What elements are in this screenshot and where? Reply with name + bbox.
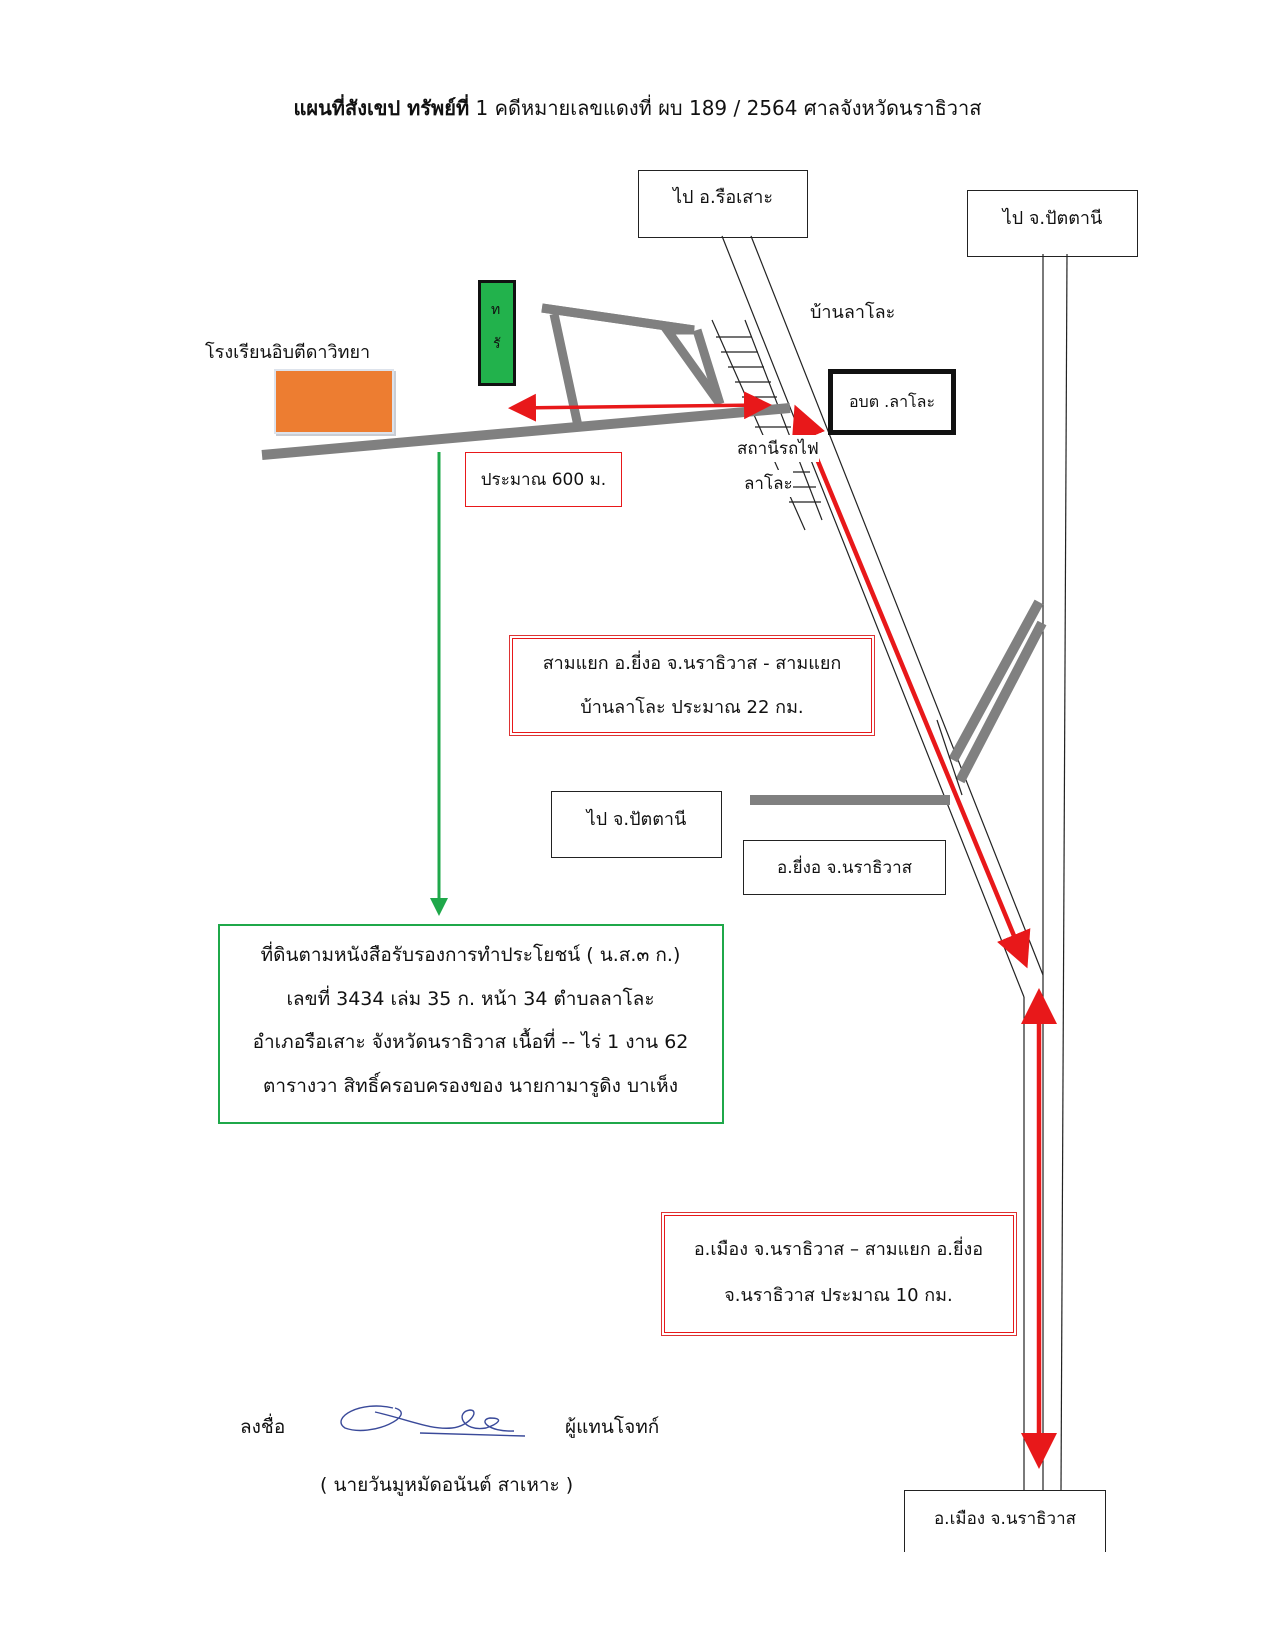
destination-box-pattani-mid: ไป จ.ปัตตานี	[551, 791, 722, 858]
land-line-1: ที่ดินตามหนังสือรับรองการทำประโยชน์ ( น.…	[260, 944, 681, 966]
distance-label-22km-line2: บ้านลาโละ ประมาณ 22 กม.	[580, 696, 804, 718]
land-description-box: ที่ดินตามหนังสือรับรองการทำประโยชน์ ( น.…	[218, 924, 724, 1124]
district-box-yingo: อ.ยี่งอ จ.นราธิวาส	[743, 840, 946, 895]
signature-role: ผู้แทนโจทก์	[565, 1416, 660, 1438]
map-title-bold: แผนที่สังเขป ทรัพย์ที่	[293, 96, 470, 120]
railway-track	[711, 319, 823, 531]
distance-arrow-22km	[791, 404, 1031, 969]
land-line-3: อำเภอรือเสาะ จังหวัดนราธิวาส เนื้อที่ --…	[252, 1031, 689, 1053]
signature-label: ลงชื่อ	[240, 1416, 286, 1438]
station-label-2: ลาโละ	[744, 470, 793, 497]
land-line-2: เลขที่ 3434 เล่ม 35 ก. หน้า 34 ตำบลลาโละ	[286, 988, 655, 1010]
property-marker-char-1: ท	[491, 302, 501, 318]
property-marker: ท รั	[478, 280, 516, 386]
destination-label-pattani-top: ไป จ.ปัตตานี	[1002, 208, 1103, 229]
distance-box-600m: ประมาณ 600 ม.	[465, 452, 622, 507]
property-marker-char-2: รั	[493, 336, 501, 352]
road-pattani-mueang	[1023, 253, 1068, 1491]
map-title: แผนที่สังเขป ทรัพย์ที่ 1 คดีหมายเลขแดงที…	[0, 92, 1275, 124]
distance-box-22km: สามแยก อ.ยี่งอ จ.นราธิวาส - สามแยก บ้านล…	[512, 638, 872, 733]
distance-label-10km-line2: จ.นราธิวาส ประมาณ 10 กม.	[724, 1285, 953, 1306]
station-label-1: สถานีรถไฟ	[737, 435, 819, 462]
distance-label-10km-line1: อ.เมือง จ.นราธิวาส – สามแยก อ.ยี่งอ	[693, 1239, 984, 1260]
signatory-name: ( นายวันมูหมัดอนันต์ สาเหาะ )	[320, 1474, 574, 1496]
map-title-rest: 1 คดีหมายเลขแดงที่ ผบ 189 / 2564 ศาลจังห…	[469, 96, 982, 120]
obt-lalo-label: อบต .ลาโละ	[848, 391, 936, 411]
district-label-yingo: อ.ยี่งอ จ.นราธิวาส	[777, 858, 912, 878]
destination-label-pattani-mid: ไป จ.ปัตตานี	[586, 809, 687, 830]
destination-box-rueso: ไป อ.รือเสาะ	[638, 170, 808, 238]
obt-lalo-box: อบต .ลาโละ	[828, 369, 956, 435]
land-line-4: ตารางวา สิทธิ์ครอบครองของ นายกามารูดิง บ…	[262, 1075, 678, 1097]
distance-label-600m: ประมาณ 600 ม.	[480, 470, 607, 490]
distance-box-10km: อ.เมือง จ.นราธิวาส – สามแยก อ.ยี่งอ จ.นร…	[664, 1215, 1014, 1333]
district-box-mueang: อ.เมือง จ.นราธิวาส	[904, 1490, 1106, 1552]
school-label: โรงเรียนอิบตีดาวิทยา	[205, 342, 371, 363]
district-label-mueang: อ.เมือง จ.นราธิวาส	[933, 1509, 1077, 1529]
village-label-ban-lalo: บ้านลาโละ	[810, 302, 896, 323]
distance-arrow-600m	[508, 391, 772, 422]
school-building	[274, 369, 394, 434]
distance-label-22km-line1: สามแยก อ.ยี่งอ จ.นราธิวาส - สามแยก	[542, 652, 842, 674]
destination-box-pattani-top: ไป จ.ปัตตานี	[967, 190, 1138, 257]
destination-label-rueso: ไป อ.รือเสาะ	[672, 186, 774, 208]
signature-mark	[340, 1405, 526, 1437]
